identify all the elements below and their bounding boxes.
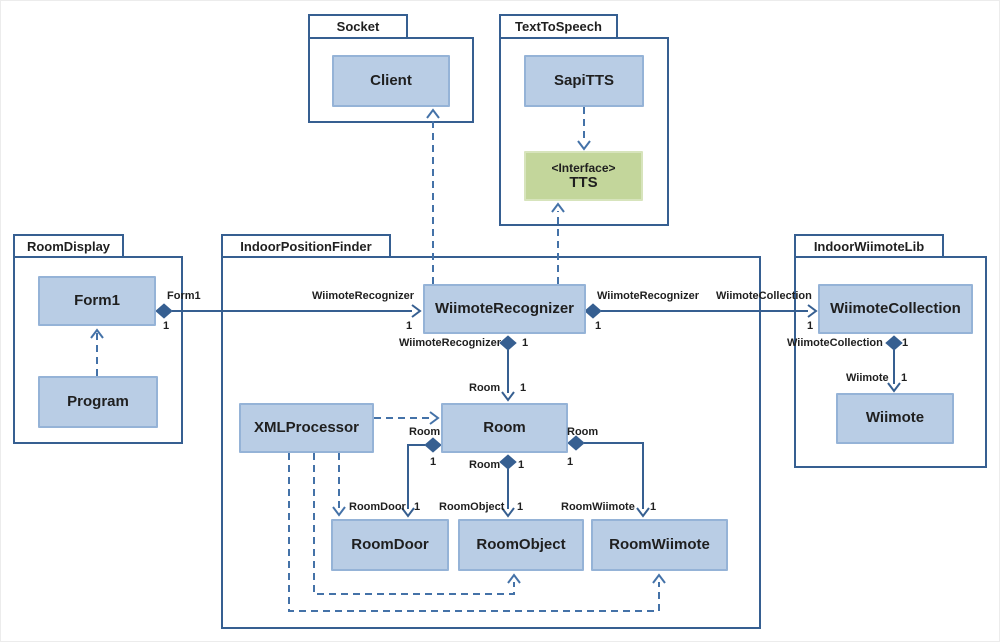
mult-label-wiimotecollection-source: 1 (902, 337, 909, 349)
association-form1-diamond (155, 303, 173, 319)
role-label-room-bottom: Room (469, 459, 501, 471)
role-label-wiimote: Wiimote (846, 372, 889, 384)
class-roomobject-name: RoomObject (476, 535, 566, 553)
class-wiimotecollection-name: WiimoteCollection (830, 299, 961, 317)
package-socket-tab: Socket (308, 14, 408, 39)
role-label-wiimotecollection-source: WiimoteCollection (787, 337, 883, 349)
mult-label-form1: 1 (163, 320, 170, 332)
mult-label-wiimoterecognizer-target: 1 (406, 320, 413, 332)
dependency-xmlprocessor-roomobject-line (313, 453, 515, 595)
mult-label-wiimoterecognizer-source: 1 (595, 320, 602, 332)
package-indoorpositionfinder-tab: IndoorPositionFinder (221, 234, 391, 258)
dependency-program-form1-arrow (90, 328, 104, 339)
class-wiimote: Wiimote (836, 393, 954, 444)
role-label-room-left: Room (409, 426, 441, 438)
class-program: Program (38, 376, 158, 428)
association-form1-wiimoterecognizer-arrow (411, 304, 422, 318)
package-roomdisplay-name: RoomDisplay (26, 238, 111, 254)
association-room-roomwiimote-line (584, 442, 644, 509)
package-socket-name: Socket (336, 19, 380, 34)
mult-label-wiimotecollection-target: 1 (807, 320, 814, 332)
class-wiimotecollection: WiimoteCollection (818, 284, 973, 334)
class-client-name: Client (370, 71, 412, 89)
class-xmlprocessor: XMLProcessor (239, 403, 374, 453)
dependency-xmlprocessor-roomobject-arrow (507, 573, 521, 584)
role-label-room-target: Room (469, 382, 501, 394)
mult-label-room-right: 1 (567, 456, 574, 468)
interface-tts-name: TTS (569, 173, 598, 191)
role-label-roomobject: RoomObject (439, 501, 505, 513)
mult-label-wiimoterecognizer-room-source: 1 (522, 337, 529, 349)
class-roomobject: RoomObject (458, 519, 584, 571)
package-texttospeech-tab: TextToSpeech (499, 14, 618, 39)
association-wiimotecollection-diamond (885, 335, 903, 351)
association-wiimoterecognizer-room-arrow (501, 391, 515, 402)
association-room-left-diamond (424, 437, 442, 453)
mult-label-room-left: 1 (430, 456, 437, 468)
class-roomwiimote: RoomWiimote (591, 519, 728, 571)
package-indoorpositionfinder-name: IndoorPositionFinder (240, 238, 372, 254)
package-texttospeech-name: TextToSpeech (515, 19, 602, 34)
association-wiimoterecognizer-wiimotecollection-arrow (807, 304, 818, 318)
mult-label-roomdoor: 1 (414, 501, 421, 513)
dependency-xmlprocessor-room-arrow (429, 411, 440, 425)
class-wiimote-name: Wiimote (865, 409, 925, 427)
class-form1: Form1 (38, 276, 156, 326)
role-label-wiimoterecognizer-target: WiimoteRecognizer (312, 290, 414, 302)
class-sapitts: SapiTTS (524, 55, 644, 107)
mult-label-room-target: 1 (520, 382, 527, 394)
association-wiimoterecognizer-right-diamond (584, 303, 602, 319)
class-wiimoterecognizer: WiimoteRecognizer (423, 284, 586, 334)
package-indoorwiimotelib-name: IndoorWiimoteLib (813, 238, 925, 254)
role-label-roomdoor: RoomDoor (349, 501, 406, 513)
class-roomwiimote-name: RoomWiimote (609, 535, 710, 553)
mult-label-wiimote: 1 (901, 372, 908, 384)
class-client: Client (332, 55, 450, 107)
association-room-roomdoor-arrow (401, 507, 415, 518)
class-sapitts-name: SapiTTS (553, 71, 614, 89)
association-room-right-diamond (567, 435, 585, 451)
class-room: Room (441, 403, 568, 453)
mult-label-roomwiimote: 1 (650, 501, 657, 513)
role-label-wiimoterecognizer-source: WiimoteRecognizer (597, 290, 699, 302)
role-label-form1: Form1 (167, 290, 201, 302)
mult-label-roomobject: 1 (517, 501, 524, 513)
class-form1-name: Form1 (74, 291, 120, 309)
dependency-wiimoterecognizer-tts-arrow (551, 202, 565, 213)
class-roomdoor: RoomDoor (331, 519, 449, 571)
association-room-roomdoor-line (407, 444, 425, 509)
role-label-wiimotecollection-target: WiimoteCollection (716, 290, 812, 302)
class-xmlprocessor-name: XMLProcessor (253, 418, 360, 436)
association-room-roomobject-arrow (501, 507, 515, 518)
role-label-roomwiimote: RoomWiimote (561, 501, 635, 513)
mult-label-room-bottom: 1 (518, 459, 525, 471)
dependency-xmlprocessor-roomdoor-arrow (332, 506, 346, 517)
class-room-name: Room (483, 418, 526, 436)
interface-tts: <Interface> TTS (524, 151, 643, 201)
class-wiimoterecognizer-name: WiimoteRecognizer (434, 299, 575, 317)
dependency-wiimoterecognizer-client-arrow (426, 108, 440, 119)
role-label-room-right: Room (567, 426, 599, 438)
dependency-xmlprocessor-roomwiimote-line (288, 453, 660, 612)
association-wiimoterecognizer-bottom-diamond (499, 335, 517, 351)
class-roomdoor-name: RoomDoor (351, 535, 429, 553)
class-program-name: Program (67, 392, 129, 410)
interface-tts-stereotype: <Interface> (551, 160, 616, 175)
dependency-xmlprocessor-roomwiimote-arrow (652, 573, 666, 584)
association-wiimotecollection-wiimote-arrow (887, 382, 901, 393)
association-room-bottom-diamond (499, 454, 517, 470)
role-label-wiimoterecognizer-room-source: WiimoteRecognizer (399, 337, 501, 349)
package-indoorwiimotelib-tab: IndoorWiimoteLib (794, 234, 944, 258)
dependency-sapitts-tts-arrow (577, 140, 591, 151)
association-room-roomwiimote-arrow (636, 507, 650, 518)
package-roomdisplay-tab: RoomDisplay (13, 234, 124, 258)
